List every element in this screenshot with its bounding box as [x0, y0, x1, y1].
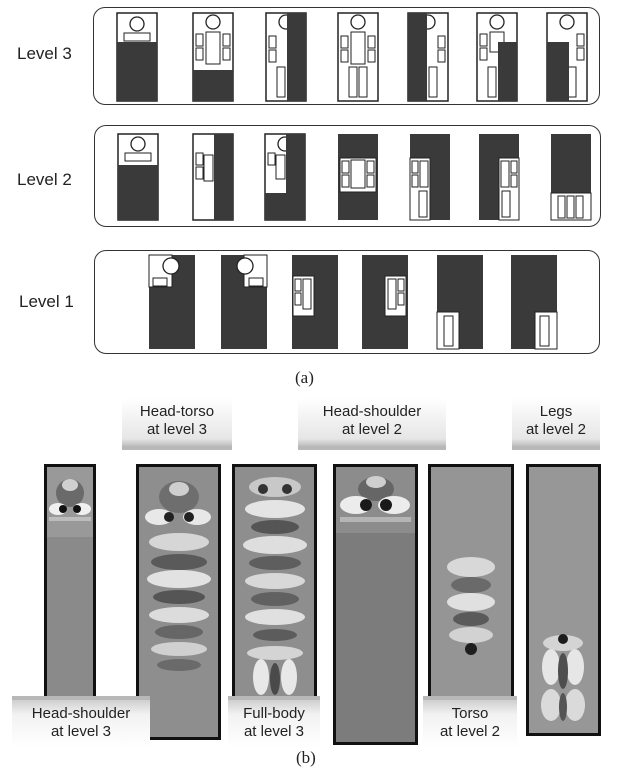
filter-pattern	[336, 467, 415, 742]
filter-pattern	[529, 467, 598, 733]
caption-b: (b)	[296, 748, 316, 767]
filter-head-torso-level-3	[136, 464, 221, 740]
level-2-part-1	[117, 133, 159, 221]
level-3-part-1	[116, 12, 158, 102]
filter-label-head-shoulder-level-2: Head-shoulder at level 2	[298, 398, 446, 450]
level-2-part-6	[479, 134, 520, 221]
level-3-part-7	[546, 12, 588, 102]
level-3-part-5	[407, 12, 449, 102]
caption-a: (a)	[295, 368, 314, 387]
level-2-part-5	[409, 134, 450, 221]
level-2-part-2	[192, 133, 234, 221]
level-1-part-2	[221, 254, 268, 349]
level-2-label: Level 2	[17, 170, 72, 189]
filter-pattern	[139, 467, 218, 737]
filter-label-head-shoulder-level-3: Head-shoulder at level 3	[12, 696, 150, 748]
filter-label-legs-level-2: Legs at level 2	[512, 398, 600, 450]
filter-label-torso-level-2: Torso at level 2	[423, 696, 517, 748]
level-1-part-4	[362, 255, 408, 349]
level-1-label: Level 1	[19, 292, 74, 311]
level-1-part-6	[511, 255, 558, 350]
level-2-part-3	[264, 133, 306, 221]
level-2-part-4	[338, 134, 378, 220]
level-1-part-5	[436, 255, 483, 350]
level-3-part-3	[265, 12, 307, 102]
level-2-part-7	[550, 134, 592, 221]
level-3-label: Level 3	[17, 44, 72, 63]
level-3-part-4	[337, 12, 379, 102]
level-1-part-3	[292, 255, 338, 349]
filter-head-shoulder-level-2	[333, 464, 418, 745]
filter-label-full-body-level-3: Full-body at level 3	[228, 696, 320, 748]
level-1-part-1	[148, 254, 195, 349]
filter-legs-level-2	[526, 464, 601, 736]
level-3-part-6	[476, 12, 518, 102]
level-3-part-2	[192, 12, 234, 102]
filter-label-head-torso-level-3: Head-torso at level 3	[122, 398, 232, 450]
